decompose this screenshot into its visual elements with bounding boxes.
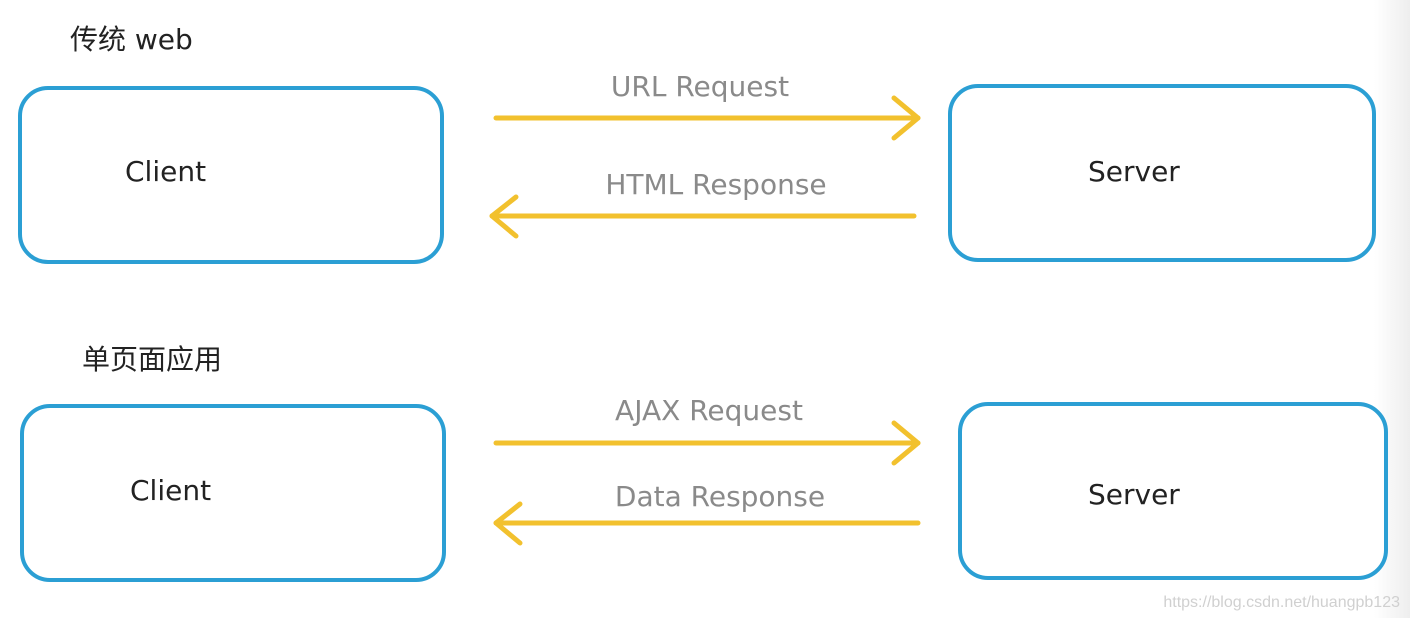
- data-response-label: Data Response: [614, 480, 826, 513]
- server-box-spa: [958, 402, 1388, 580]
- section-title-traditional: 传统 web: [70, 23, 193, 56]
- client-box-traditional: [18, 86, 444, 264]
- section-title-spa: 单页面应用: [82, 343, 223, 376]
- server-label-traditional: Server: [1088, 155, 1180, 188]
- server-box-traditional: [948, 84, 1376, 262]
- watermark-url: https://blog.csdn.net/huangpb123: [1163, 594, 1400, 611]
- client-box-spa: [20, 404, 446, 582]
- html-response-arrow: [489, 194, 917, 239]
- html-response-label: HTML Response: [605, 168, 827, 201]
- ajax-request-arrow: [493, 420, 921, 466]
- client-label-traditional: Client: [125, 155, 207, 188]
- server-label-spa: Server: [1088, 478, 1180, 511]
- ajax-request-label: AJAX Request: [615, 394, 803, 427]
- client-label-spa: Client: [130, 474, 212, 507]
- url-request-label: URL Request: [610, 70, 790, 103]
- data-response-arrow: [493, 501, 921, 546]
- url-request-arrow: [493, 95, 921, 141]
